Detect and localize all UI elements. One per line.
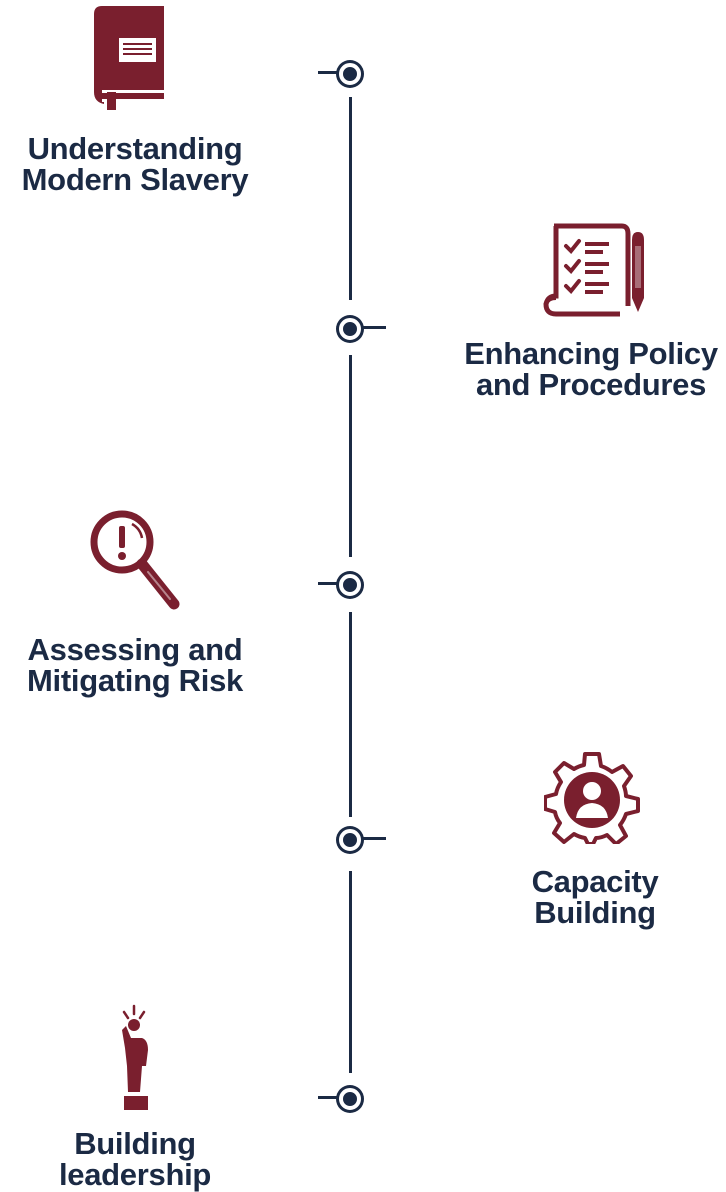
stage-label-enhancing-policy-and-procedures: Enhancing Policy and Procedures — [464, 336, 718, 402]
timeline-connector — [362, 837, 386, 840]
timeline-connector — [318, 71, 342, 74]
timeline-node — [339, 63, 361, 85]
timeline-node — [339, 829, 361, 851]
timeline-line-segment — [349, 355, 352, 557]
stage-label-building-leadership: Building leadership — [58, 1126, 212, 1192]
book-icon — [94, 6, 164, 110]
timeline-line-segment — [349, 871, 352, 1073]
timeline-node — [339, 318, 361, 340]
timeline-connector — [362, 326, 386, 329]
gear-person-icon — [544, 752, 640, 844]
checklist-pen-icon — [543, 223, 644, 317]
stage-label-assessing-and-mitigating-risk: Assessing and Mitigating Risk — [27, 632, 243, 698]
timeline-connector — [318, 1096, 342, 1099]
magnifier-alert-icon — [90, 510, 180, 610]
timeline-connector — [318, 582, 342, 585]
stage-label-understanding-modern-slavery: Understanding Modern Slavery — [21, 131, 249, 197]
timeline-node — [339, 574, 361, 596]
stage-label-capacity-building: Capacity Building — [531, 864, 659, 930]
timeline-node — [339, 1088, 361, 1110]
timeline-line-segment — [349, 612, 352, 817]
timeline-line-segment — [349, 97, 352, 300]
leader-figure-icon — [122, 1004, 148, 1110]
